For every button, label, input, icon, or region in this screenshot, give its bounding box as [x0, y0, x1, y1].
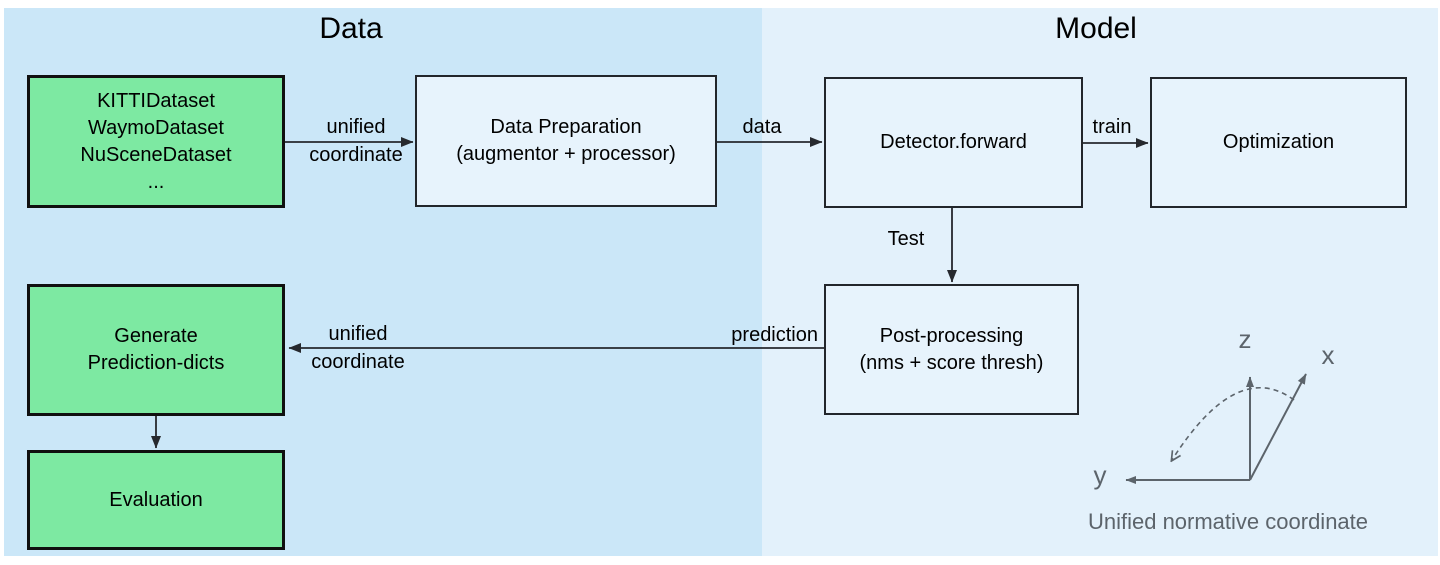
edge-label-line: unified: [326, 116, 386, 138]
data-preparation-line: Data Preparation: [490, 116, 642, 138]
y-axis-label: y: [1093, 460, 1107, 490]
optimization-label: Optimization: [1222, 131, 1335, 153]
optimization-node: Optimization: [1150, 77, 1407, 208]
datasets-line: KITTIDataset: [97, 89, 215, 112]
edge-label-unified-coordinate-2: unified coordinate: [288, 320, 428, 376]
generate-prediction-dicts-node: Generate Prediction-dicts: [27, 284, 285, 416]
evaluation-label: Evaluation: [109, 488, 203, 511]
model-section-title: Model: [1055, 12, 1137, 45]
edge-label-train: train: [1092, 116, 1132, 138]
datasets-line: ...: [147, 170, 165, 193]
edge-label-test: Test: [887, 228, 925, 250]
data-preparation-line: (augmentor + processor): [456, 143, 676, 165]
edge-label-data: data: [742, 116, 782, 138]
evaluation-node: Evaluation: [27, 450, 285, 550]
data-section-title: Data: [319, 12, 383, 45]
coordinate-caption: Unified normative coordinate: [1087, 509, 1369, 534]
generate-prediction-line: Prediction-dicts: [87, 352, 225, 374]
detector-forward-label: Detector.forward: [880, 131, 1027, 153]
datasets-line: WaymoDataset: [88, 116, 224, 139]
z-axis-label: z: [1238, 324, 1252, 354]
edge-label-prediction: prediction: [731, 324, 818, 346]
detector-forward-node: Detector.forward: [824, 77, 1083, 208]
data-preparation-node: Data Preparation (augmentor + processor): [415, 75, 717, 207]
edge-label-line: coordinate: [309, 144, 403, 166]
edge-label-line: coordinate: [311, 351, 405, 373]
generate-prediction-line: Generate: [114, 325, 198, 347]
datasets-line: NuSceneDataset: [80, 143, 232, 166]
edge-label-line: unified: [328, 323, 388, 345]
edge-label-unified-coordinate-1: unified coordinate: [288, 113, 424, 169]
post-processing-line: Post-processing: [879, 324, 1024, 347]
datasets-node: KITTIDataset WaymoDataset NuSceneDataset…: [27, 75, 285, 208]
x-axis-label: x: [1321, 340, 1335, 370]
post-processing-line: (nms + score thresh): [859, 351, 1044, 374]
post-processing-node: Post-processing (nms + score thresh): [824, 284, 1079, 415]
